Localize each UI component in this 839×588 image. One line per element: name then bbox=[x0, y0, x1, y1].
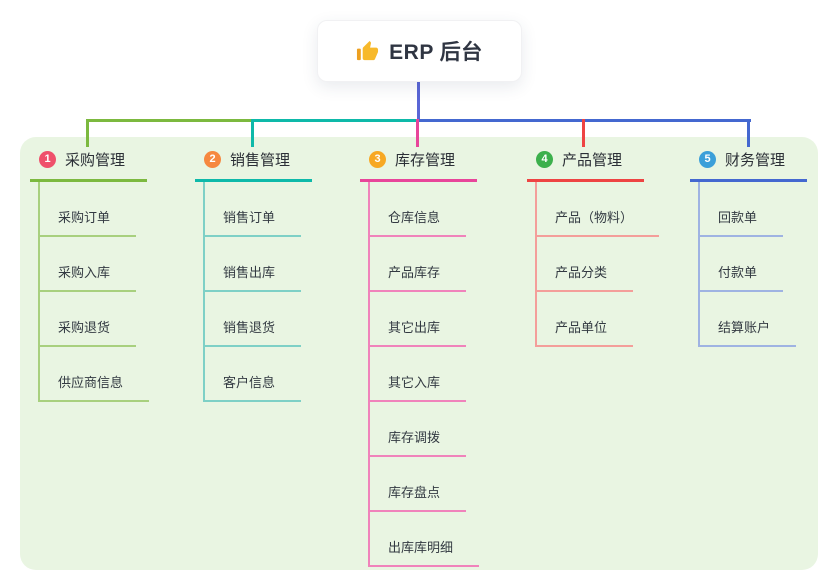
child-node-label[interactable]: 供应商信息 bbox=[40, 372, 150, 402]
branch-title: 采购管理 bbox=[65, 152, 126, 169]
branch-3: 3 库存管理仓库信息产品库存其它出库其它入库库存调拨库存盘点出库库明细 bbox=[360, 146, 480, 567]
child-node: 结算账户 bbox=[700, 292, 807, 347]
branch-header-4[interactable]: 4 产品管理 bbox=[527, 146, 644, 182]
child-node: 产品分类 bbox=[537, 237, 644, 292]
child-node: 库存盘点 bbox=[370, 457, 477, 512]
branch-drop-line-2 bbox=[251, 119, 254, 147]
child-node: 付款单 bbox=[700, 237, 807, 292]
child-node: 产品库存 bbox=[370, 237, 477, 292]
child-node-label[interactable]: 仓库信息 bbox=[370, 207, 467, 237]
child-node-label[interactable]: 回款单 bbox=[700, 207, 784, 237]
child-node-label[interactable]: 采购订单 bbox=[40, 207, 137, 237]
root-node[interactable]: ERP 后台 bbox=[317, 20, 522, 82]
child-node-label[interactable]: 付款单 bbox=[700, 262, 784, 292]
child-node-label[interactable]: 结算账户 bbox=[700, 317, 797, 347]
connector-bus-segment-2 bbox=[252, 119, 419, 122]
branch-number-badge: 4 bbox=[536, 151, 553, 168]
child-node: 采购入库 bbox=[40, 237, 147, 292]
child-node: 客户信息 bbox=[205, 347, 312, 402]
child-node: 采购退货 bbox=[40, 292, 147, 347]
child-node-label[interactable]: 产品分类 bbox=[537, 262, 634, 292]
child-node: 产品（物料） bbox=[537, 182, 660, 237]
branch-5: 5 财务管理回款单付款单结算账户 bbox=[690, 146, 807, 347]
child-node: 供应商信息 bbox=[40, 347, 150, 402]
branch-number-badge: 5 bbox=[699, 151, 716, 168]
child-node-label[interactable]: 库存调拨 bbox=[370, 427, 467, 457]
branch-drop-line-3 bbox=[416, 119, 419, 147]
child-node-label[interactable]: 销售订单 bbox=[205, 207, 302, 237]
child-node: 其它入库 bbox=[370, 347, 477, 402]
child-node: 销售出库 bbox=[205, 237, 312, 292]
branch-children: 销售订单销售出库销售退货客户信息 bbox=[203, 182, 312, 402]
branch-number-badge: 3 bbox=[369, 151, 386, 168]
branch-children: 采购订单采购入库采购退货供应商信息 bbox=[38, 182, 150, 402]
child-node: 其它出库 bbox=[370, 292, 477, 347]
branch-children: 产品（物料） 产品分类产品单位 bbox=[535, 182, 660, 347]
branch-drop-line-1 bbox=[86, 119, 89, 147]
branch-4: 4 产品管理产品（物料） 产品分类产品单位 bbox=[527, 146, 660, 347]
child-node-label[interactable]: 产品单位 bbox=[537, 317, 634, 347]
child-node-label[interactable]: 采购入库 bbox=[40, 262, 137, 292]
child-node: 销售退货 bbox=[205, 292, 312, 347]
child-node-label[interactable]: 采购退货 bbox=[40, 317, 137, 347]
child-node-label[interactable]: 销售退货 bbox=[205, 317, 302, 347]
branch-children: 回款单付款单结算账户 bbox=[698, 182, 807, 347]
child-node: 出库库明细 bbox=[370, 512, 480, 567]
child-node-label[interactable]: 销售出库 bbox=[205, 262, 302, 292]
branches-panel bbox=[20, 137, 818, 570]
child-node: 销售订单 bbox=[205, 182, 312, 237]
child-node-label[interactable]: 出库库明细 bbox=[370, 537, 480, 567]
branch-header-1[interactable]: 1 采购管理 bbox=[30, 146, 147, 182]
branch-1: 1 采购管理采购订单采购入库采购退货供应商信息 bbox=[30, 146, 150, 402]
branch-header-5[interactable]: 5 财务管理 bbox=[690, 146, 807, 182]
branch-number-badge: 1 bbox=[39, 151, 56, 168]
branch-drop-line-5 bbox=[747, 119, 750, 147]
branch-number-badge: 2 bbox=[204, 151, 221, 168]
child-node-label[interactable]: 其它出库 bbox=[370, 317, 467, 347]
branch-title: 销售管理 bbox=[230, 152, 291, 169]
child-node: 产品单位 bbox=[537, 292, 644, 347]
root-connector-line bbox=[417, 81, 420, 120]
root-node-title: ERP 后台 bbox=[389, 41, 483, 64]
branch-title: 产品管理 bbox=[562, 152, 623, 169]
child-node-label[interactable]: 其它入库 bbox=[370, 372, 467, 402]
branch-header-2[interactable]: 2 销售管理 bbox=[195, 146, 312, 182]
branch-title: 财务管理 bbox=[725, 152, 786, 169]
child-node: 采购订单 bbox=[40, 182, 147, 237]
child-node-label[interactable]: 客户信息 bbox=[205, 372, 302, 402]
child-node-label[interactable]: 库存盘点 bbox=[370, 482, 467, 512]
thumbs-up-icon bbox=[357, 40, 379, 60]
branch-title: 库存管理 bbox=[395, 152, 456, 169]
connector-bus-segment-1 bbox=[87, 119, 254, 122]
branch-header-3[interactable]: 3 库存管理 bbox=[360, 146, 477, 182]
branch-drop-line-4 bbox=[582, 119, 585, 147]
child-node-label[interactable]: 产品（物料） bbox=[537, 207, 660, 237]
child-node: 回款单 bbox=[700, 182, 807, 237]
branch-2: 2 销售管理销售订单销售出库销售退货客户信息 bbox=[195, 146, 312, 402]
child-node-label[interactable]: 产品库存 bbox=[370, 262, 467, 292]
branch-children: 仓库信息产品库存其它出库其它入库库存调拨库存盘点出库库明细 bbox=[368, 182, 480, 567]
child-node: 仓库信息 bbox=[370, 182, 477, 237]
child-node: 库存调拨 bbox=[370, 402, 477, 457]
